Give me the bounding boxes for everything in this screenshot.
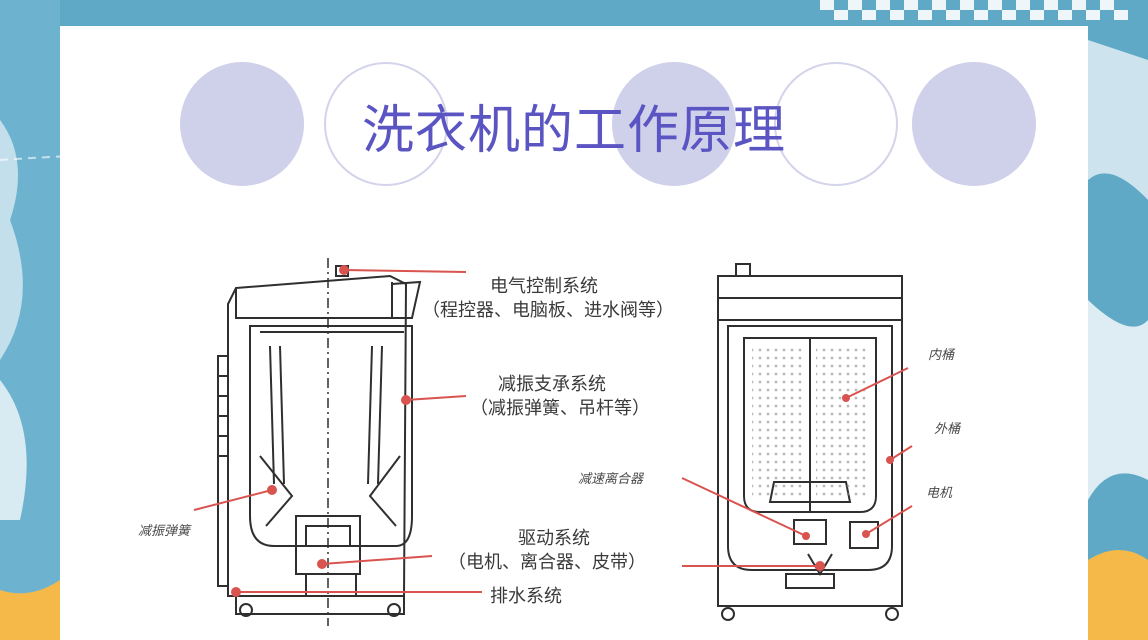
- label-damping-spring: 减振弹簧: [138, 524, 191, 539]
- decor-circle-5: [912, 62, 1036, 186]
- left-inner-rod-l: [269, 345, 275, 485]
- left-inner-rod-r: [377, 345, 383, 485]
- right-machine-cabinet: [717, 275, 903, 607]
- washing-machine-diagram: [193, 258, 913, 626]
- label-drive-system-detail: （电机、离合器、皮带）: [448, 552, 646, 573]
- label-motor: 电机: [926, 486, 953, 501]
- callout-lines: [193, 269, 913, 593]
- label-electric-control: 电气控制系统: [490, 276, 598, 297]
- decor-circle-3: [612, 62, 736, 186]
- label-outer-tub: 外桶: [934, 422, 961, 437]
- left-base: [235, 596, 405, 615]
- label-electric-control-detail: （程控器、电脑板、进水阀等）: [422, 300, 674, 321]
- slide-panel: 洗衣机的工作原理: [60, 26, 1088, 640]
- left-side-panel: [217, 355, 229, 587]
- label-reduction-clutch: 减速离合器: [578, 472, 644, 487]
- slide-title: 洗衣机的工作原理: [361, 101, 786, 161]
- right-outer-tub: [727, 325, 893, 571]
- label-inner-tub: 内桶: [928, 348, 955, 363]
- decor-circle-1: [180, 62, 304, 186]
- decor-circle-4: [774, 62, 898, 186]
- label-drain-system: 排水系统: [490, 586, 562, 607]
- label-damping-support: 减振支承系统: [498, 374, 606, 395]
- left-machine-lid: [235, 282, 393, 319]
- right-inner-tub: [743, 337, 877, 513]
- label-damping-support-detail: （减振弹簧、吊杆等）: [470, 398, 650, 419]
- callout-dots: [231, 265, 894, 597]
- left-tub: [249, 325, 413, 547]
- label-drive-system: 驱动系统: [518, 528, 590, 549]
- decor-circle-2: [324, 62, 448, 186]
- inner-tub-perforations: [752, 346, 868, 496]
